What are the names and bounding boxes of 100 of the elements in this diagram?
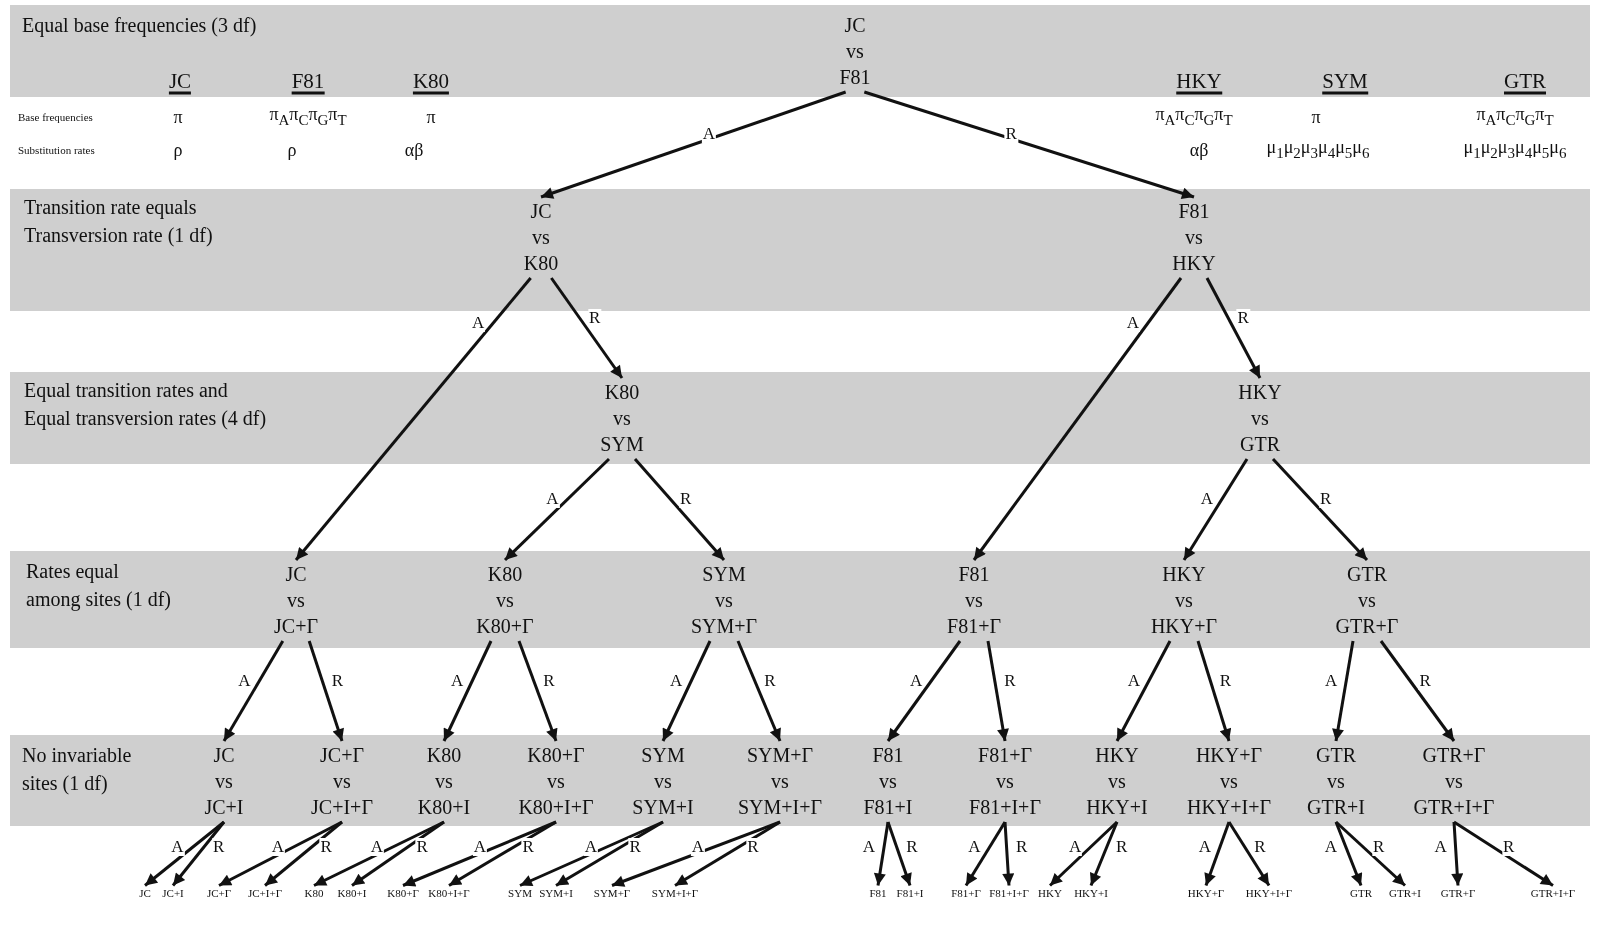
column-header: JC — [168, 69, 192, 95]
arrow — [519, 820, 664, 887]
arrow — [661, 640, 712, 742]
row-label: Substitution rates — [18, 144, 95, 156]
model-name: SYM — [508, 886, 532, 900]
table-value: μ$_{1}$μ$_{2}$μ$_{3}$μ$_{4}$μ$_{5}$μ$_{6}$ — [1463, 137, 1567, 163]
model-test: K80 vs K80+I — [417, 742, 471, 820]
edge-label: A — [369, 838, 385, 857]
model-test: SYM vs SYM+Γ — [690, 561, 758, 639]
arrow — [222, 640, 285, 742]
edge-label: A — [1125, 314, 1141, 332]
arrow — [294, 277, 532, 561]
edge-label: A — [583, 838, 598, 857]
column-header: GTR — [1504, 69, 1546, 95]
band-heading: Rates equal among sites (1 df) — [26, 559, 171, 613]
edge-label: A — [701, 125, 716, 143]
model-name: K80+I — [337, 886, 367, 900]
model-test: F81 vs F81+Γ — [947, 561, 1001, 639]
model-name: JC+I — [162, 886, 184, 900]
model-test: HKY+Γ vs HKY+I+Γ — [1186, 742, 1272, 820]
arrow — [964, 821, 1007, 887]
arrow — [351, 820, 445, 887]
arrow — [1379, 640, 1456, 742]
model-name: HKY+I+Γ — [1245, 886, 1293, 900]
model-name: JC+I+Γ — [247, 886, 283, 900]
band-heading: Equal transition rates and Equal transversion rates (4 df) — [24, 378, 267, 432]
arrow — [886, 821, 912, 886]
model-name: GTR+I+Γ — [1530, 886, 1576, 900]
band-heading: Transition rate equals Transversion rate (1 df) — [24, 195, 213, 249]
row-label: Base frequencies — [18, 111, 93, 123]
section-band — [10, 372, 1590, 464]
edge-label: R — [1318, 490, 1333, 509]
model-test: F81 vs HKY — [1172, 198, 1216, 276]
arrow — [611, 820, 781, 887]
model-test: JC vs K80 — [523, 198, 559, 276]
table-value: π — [1311, 107, 1321, 127]
arrow — [863, 90, 1195, 200]
section-band — [10, 735, 1590, 826]
model-name: F81+Γ — [951, 886, 981, 900]
model-test: GTR vs GTR+I — [1307, 742, 1365, 820]
model-test: JC vs F81 — [839, 12, 871, 90]
model-name: F81+I+Γ — [989, 886, 1029, 900]
model-test: HKY vs GTR — [1238, 379, 1282, 457]
edge-label: R — [678, 490, 693, 509]
band-heading: No invariable sites (1 df) — [22, 743, 132, 797]
model-name: JC — [139, 886, 151, 900]
model-test: GTR vs GTR+Γ — [1335, 561, 1399, 639]
model-test: SYM+Γ vs SYM+I+Γ — [737, 742, 823, 820]
arrow — [448, 820, 557, 887]
arrow — [517, 640, 558, 742]
edge-label: R — [1371, 838, 1386, 857]
arrow — [540, 90, 847, 199]
edge-label: A — [472, 838, 487, 857]
model-test: HKY vs HKY+I — [1086, 742, 1148, 820]
edge-label: A — [690, 838, 705, 857]
column-header: SYM — [1322, 69, 1368, 95]
model-name: K80 — [304, 886, 324, 900]
column-header: K80 — [412, 69, 450, 95]
edge-label: A — [545, 490, 560, 509]
arrow — [1115, 640, 1172, 742]
table-value: αβ — [404, 140, 424, 160]
edge-label: R — [1501, 838, 1516, 857]
edge-label: A — [471, 314, 486, 332]
model-name: SYM+I — [539, 886, 573, 900]
arrow — [986, 640, 1009, 742]
arrow — [1204, 821, 1231, 886]
model-test: F81 vs F81+I — [863, 742, 913, 820]
arrow — [1182, 458, 1249, 561]
arrow — [674, 820, 781, 887]
model-name: K80+Γ — [387, 886, 419, 900]
table-value: π$_{A}$π$_{C}$π$_{G}$π$_{T}$ — [269, 104, 347, 130]
model-test: HKY vs HKY+Γ — [1150, 561, 1218, 639]
model-name: SYM+I+Γ — [651, 886, 699, 900]
column-header: F81 — [291, 69, 325, 95]
table-value: μ$_{1}$μ$_{2}$μ$_{3}$μ$_{4}$μ$_{5}$μ$_{6}$ — [1266, 137, 1370, 163]
arrow — [1451, 821, 1464, 886]
arrow — [633, 458, 726, 561]
edge-label: A — [270, 838, 285, 857]
arrow — [1089, 821, 1119, 887]
model-name: GTR+Γ — [1440, 886, 1476, 900]
table-value: ρ — [173, 140, 183, 160]
edge-label: A — [1068, 838, 1083, 857]
model-name: GTR+I — [1389, 886, 1421, 900]
table-value: ρ — [287, 140, 297, 160]
section-band — [10, 189, 1590, 311]
arrow — [873, 821, 890, 886]
arrow — [972, 277, 1183, 561]
model-test: K80 vs K80+Γ — [476, 561, 534, 639]
model-test: K80+Γ vs K80+I+Γ — [518, 742, 594, 820]
model-name: HKY+Γ — [1187, 886, 1225, 900]
model-test: JC+Γ vs JC+I+Γ — [311, 742, 373, 820]
arrow — [1048, 820, 1119, 887]
model-name: F81 — [869, 886, 887, 900]
arrow — [264, 820, 343, 887]
arrow — [550, 277, 624, 379]
arrow — [736, 640, 782, 742]
model-test: F81+Γ vs F81+I+Γ — [969, 742, 1041, 820]
arrow — [144, 820, 225, 887]
table-value: π — [426, 107, 436, 127]
model-name: HKY — [1038, 886, 1062, 900]
